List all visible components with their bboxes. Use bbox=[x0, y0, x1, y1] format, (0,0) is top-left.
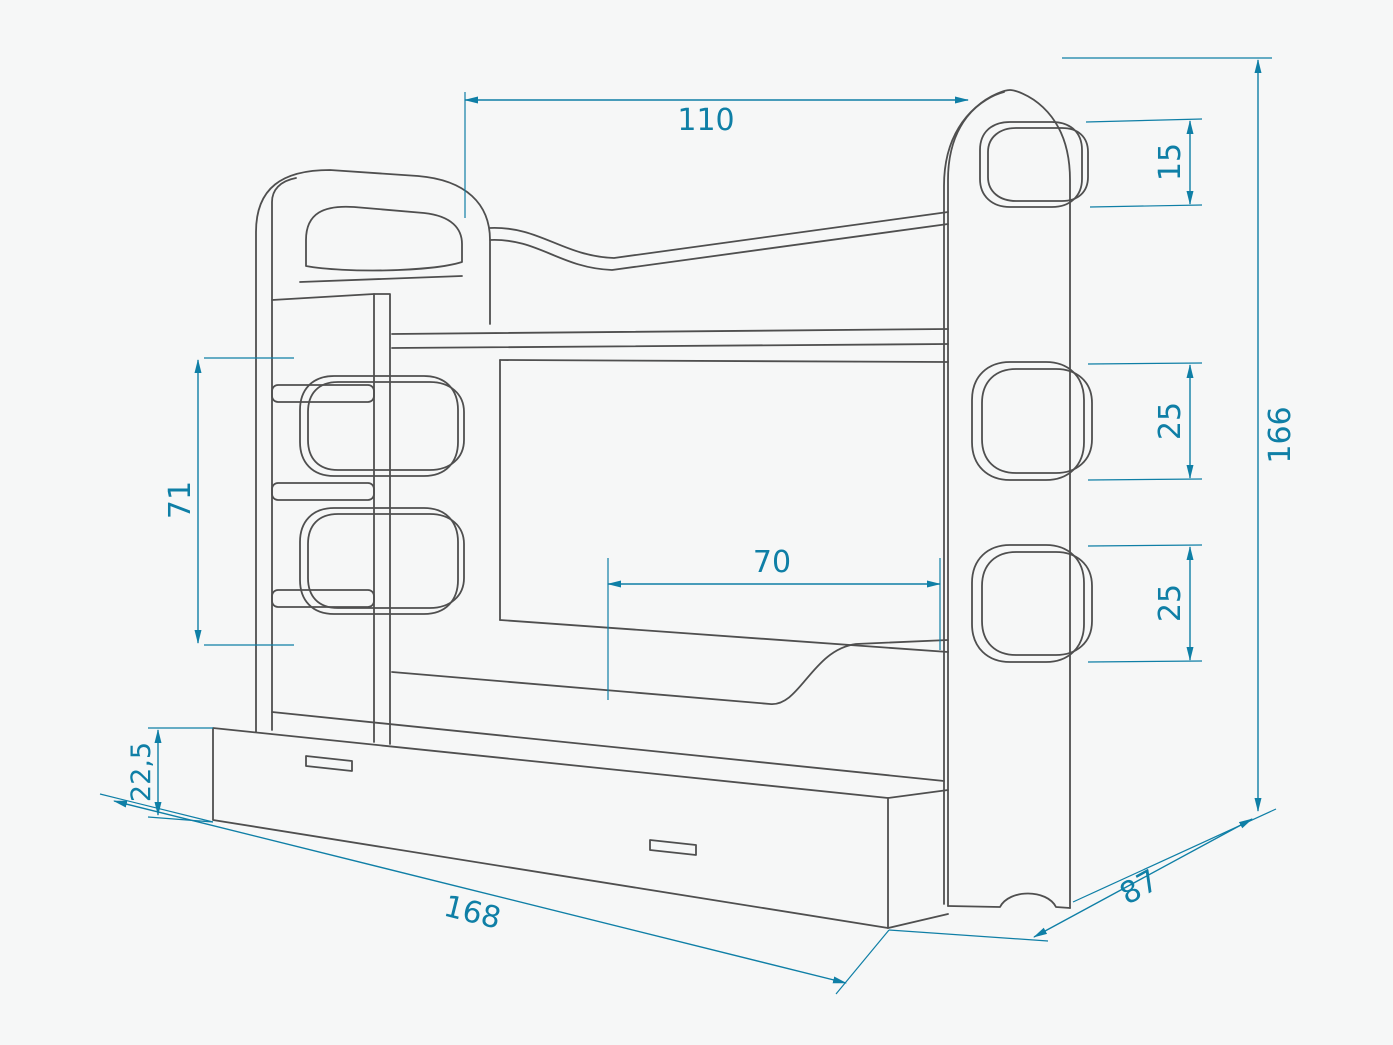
ext-mid-cutout-top bbox=[1087, 362, 1203, 365]
dim-line-overall-depth bbox=[1033, 818, 1253, 938]
label-overall-height: 166 bbox=[1263, 406, 1298, 463]
left-panel-lower-cutout-inner bbox=[307, 513, 465, 609]
dim-line-overall-length bbox=[113, 800, 847, 984]
ladder-right-stile bbox=[373, 293, 391, 745]
ladder-rung-3 bbox=[271, 589, 375, 608]
label-upper-length: 110 bbox=[677, 103, 734, 138]
ext-bottom-cutout-top bbox=[1087, 544, 1203, 547]
left-panel-outline bbox=[255, 169, 491, 733]
left-panel-upper-cutout bbox=[299, 375, 459, 477]
top-bunk-rail-top-edge-inner bbox=[489, 223, 949, 271]
label-drawer-height: 22,5 bbox=[126, 742, 157, 802]
top-bunk bbox=[391, 211, 949, 621]
ext-bottom-cutout-bottom bbox=[1087, 660, 1203, 663]
label-mid-cutout-height: 25 bbox=[1153, 402, 1188, 440]
label-bottom-cutout-height: 25 bbox=[1153, 584, 1188, 622]
headboard-cutout-bottom-edge bbox=[299, 275, 463, 283]
right-panel-top-cutout bbox=[979, 121, 1083, 208]
top-bunk-base-edge bbox=[391, 343, 949, 349]
right-panel-thickness-edge bbox=[943, 91, 1005, 905]
right-panel-outline bbox=[947, 89, 1071, 909]
left-end-panel-and-ladder bbox=[255, 169, 491, 745]
right-panel-middle-cutout bbox=[971, 361, 1085, 481]
drawer-right-top-edge bbox=[887, 789, 949, 799]
storage-drawer bbox=[212, 711, 949, 929]
label-top-cutout-height: 15 bbox=[1153, 143, 1188, 181]
top-bunk-rail-top-edge bbox=[489, 211, 949, 259]
drawer-right-bottom-edge bbox=[887, 913, 949, 929]
ladder-rung-2 bbox=[271, 482, 375, 501]
label-ladder-section-height: 71 bbox=[163, 481, 198, 519]
right-panel-middle-cutout-inner bbox=[981, 368, 1093, 474]
right-panel-bottom-cutout-inner bbox=[981, 551, 1093, 656]
left-panel-lower-cutout bbox=[299, 507, 459, 615]
ext-mid-cutout-bottom bbox=[1087, 478, 1203, 481]
headboard-cutout bbox=[305, 205, 463, 272]
lower-bunk bbox=[391, 619, 949, 705]
lower-bunk-mattress-and-rail bbox=[391, 639, 949, 705]
dimension-lines bbox=[99, 57, 1277, 995]
drawer-handle-left bbox=[305, 755, 353, 772]
ext-top-cutout-top bbox=[1085, 118, 1203, 123]
right-panel-top-cutout-inner bbox=[987, 127, 1089, 202]
left-panel-upper-cutout-inner bbox=[307, 381, 465, 471]
ext-top-cutout-bottom bbox=[1089, 204, 1203, 208]
label-lower-clearance: 70 bbox=[753, 545, 791, 580]
left-panel-thickness-edge bbox=[271, 177, 297, 731]
top-bunk-base-inner-edge bbox=[499, 359, 949, 363]
ext-overall-depth-left bbox=[888, 929, 1049, 942]
headboard-bottom-line bbox=[271, 293, 375, 301]
bed-base-front-edge bbox=[271, 711, 945, 782]
top-bunk-rail-bottom-edge bbox=[391, 328, 949, 335]
right-end-panel bbox=[943, 89, 1093, 909]
bed-drawing bbox=[212, 89, 1093, 929]
right-panel-bottom-cutout bbox=[971, 544, 1085, 663]
lower-bunk-back-edge bbox=[499, 619, 949, 653]
